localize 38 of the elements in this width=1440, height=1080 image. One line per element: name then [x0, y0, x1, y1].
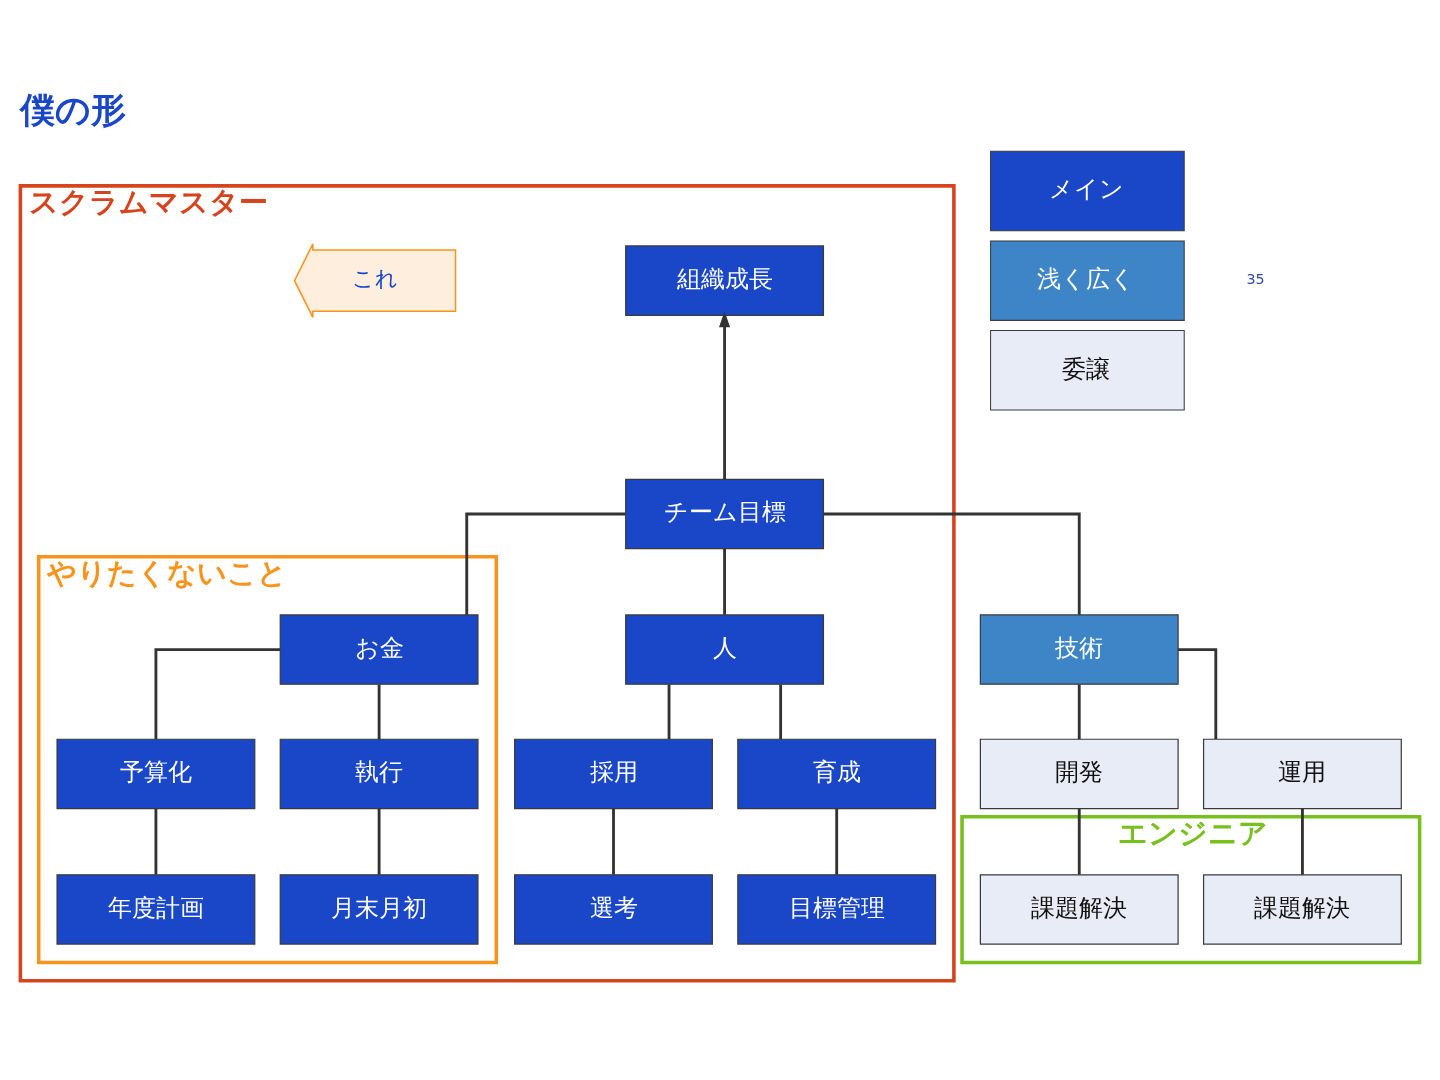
- legend-label: 委譲: [1062, 353, 1111, 383]
- connector: [465, 512, 626, 615]
- connector: [779, 684, 783, 740]
- node-box: 目標管理: [737, 874, 937, 945]
- connector: [823, 512, 1081, 615]
- legend-label: メイン: [1049, 174, 1125, 204]
- node-box: チーム目標: [625, 478, 825, 550]
- arrow: [719, 311, 731, 480]
- connector: [723, 548, 726, 615]
- diagram-title: 僕の形: [20, 89, 127, 130]
- legend-label: 浅く広く: [1037, 263, 1136, 293]
- node-box: 採用: [514, 738, 713, 810]
- connector: [1077, 808, 1081, 875]
- node-box: 育成: [737, 738, 937, 810]
- node-box: 年度計画: [56, 874, 256, 945]
- node-box: お金: [279, 614, 479, 685]
- node-box: 組織成長: [625, 245, 825, 316]
- node-box: 人: [625, 614, 825, 685]
- connector: [154, 808, 158, 875]
- connector: [1178, 648, 1218, 739]
- node-box: 開発: [979, 738, 1179, 810]
- connector: [377, 808, 381, 875]
- connector: [1077, 684, 1081, 740]
- connector: [154, 648, 281, 739]
- connector: [1301, 808, 1304, 875]
- label: 35: [1246, 271, 1265, 288]
- connector: [612, 808, 615, 875]
- connector: [377, 684, 381, 740]
- node-box: 選考: [514, 874, 713, 945]
- node-box: 執行: [279, 738, 479, 810]
- node-box: 課題解決: [979, 874, 1179, 945]
- connector: [835, 808, 839, 875]
- node-box: 予算化: [56, 738, 256, 810]
- node-box: 運用: [1202, 738, 1402, 810]
- node-box: 課題解決: [1202, 874, 1402, 945]
- node-box: 月末月初: [279, 874, 479, 945]
- node-box: 技術: [979, 614, 1179, 685]
- connector: [667, 684, 671, 740]
